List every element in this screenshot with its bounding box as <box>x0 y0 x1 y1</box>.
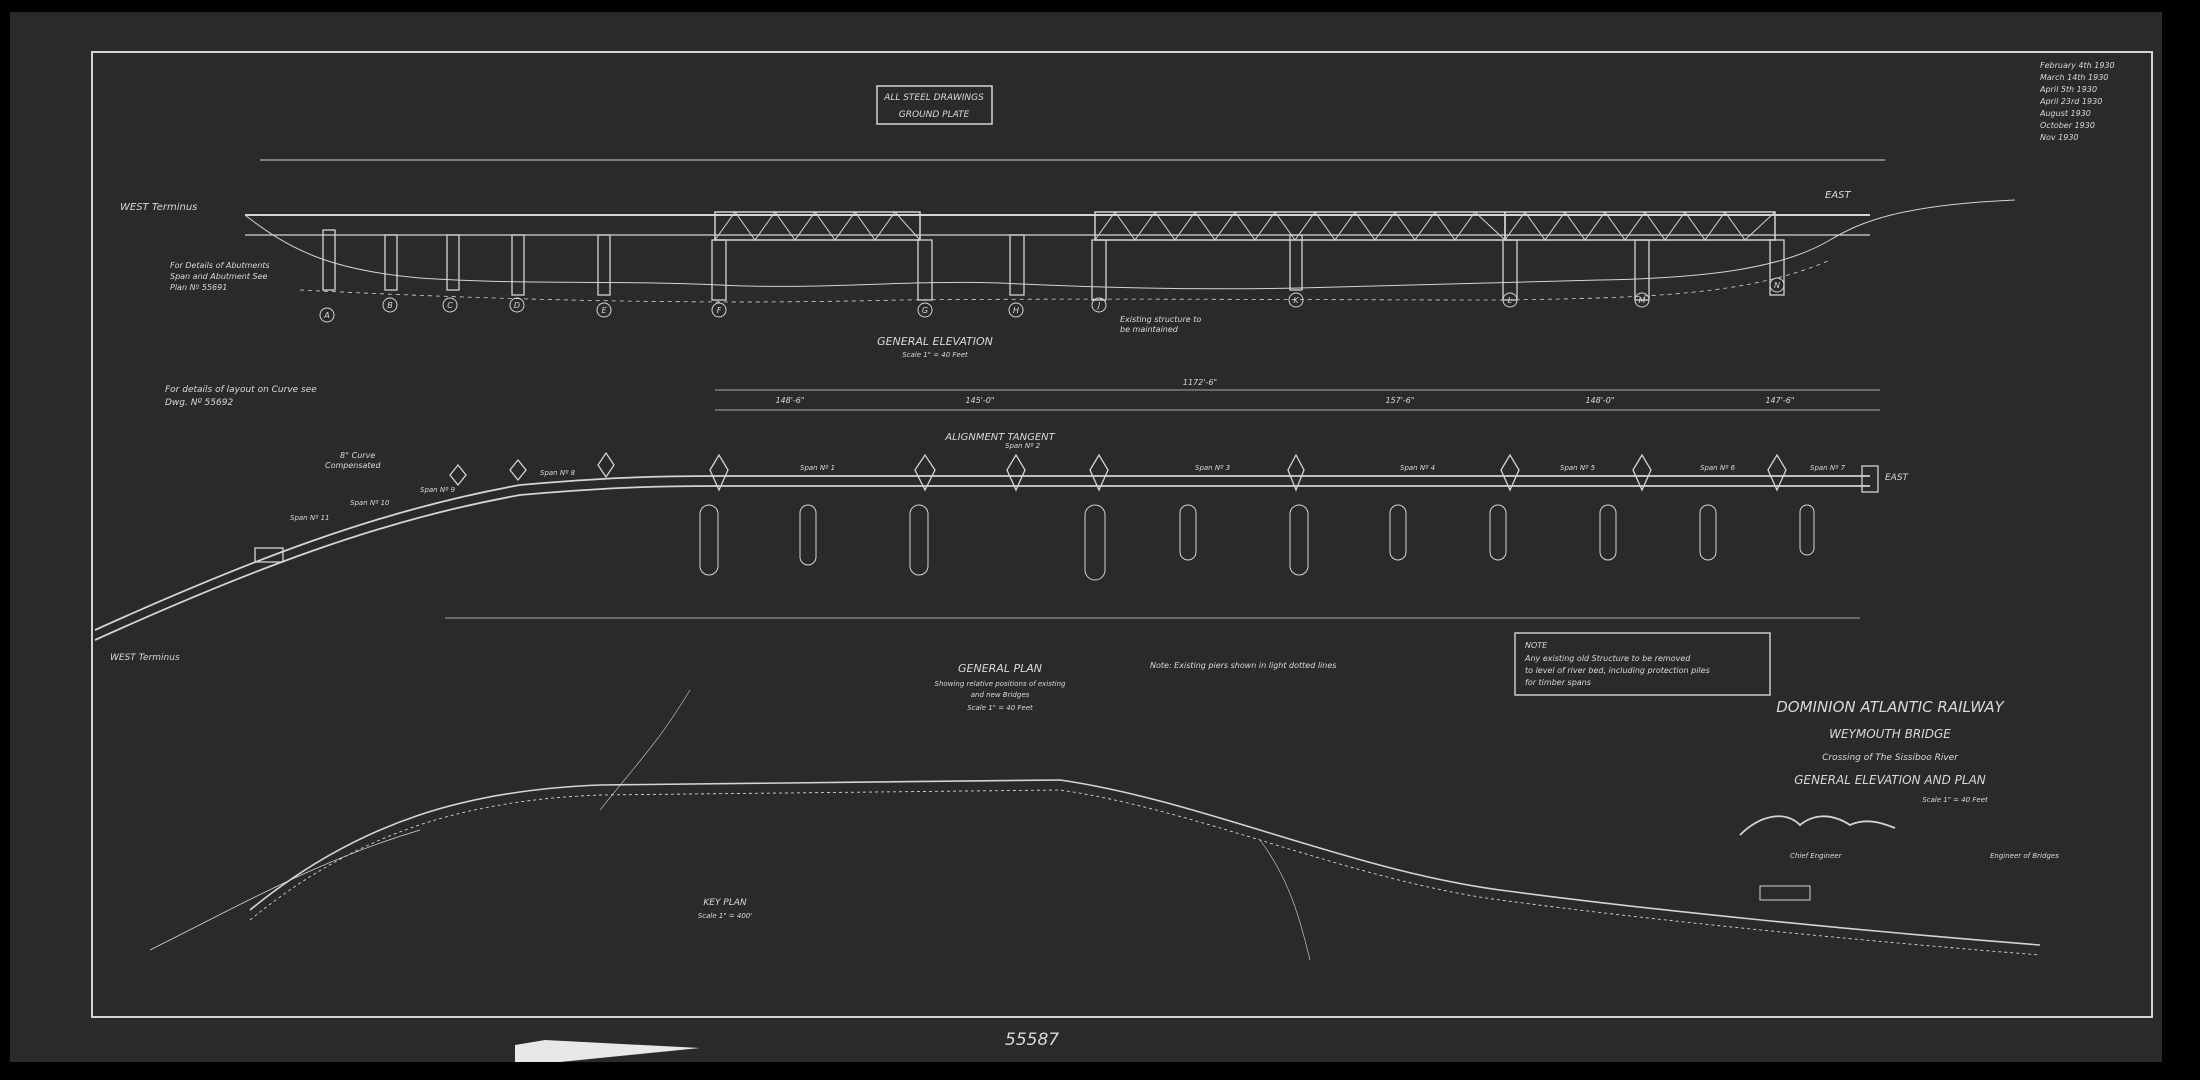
revision-7: Nov 1930 <box>2040 133 2079 142</box>
revision-list: February 4th 1930 March 14th 1930 April … <box>2039 61 2115 142</box>
revision-4: April 23rd 1930 <box>2039 97 2102 106</box>
svg-text:Span Nº 10: Span Nº 10 <box>350 499 390 507</box>
svg-text:L: L <box>1508 296 1512 305</box>
revision-3: April 5th 1930 <box>2039 85 2097 94</box>
svg-text:Span Nº 3: Span Nº 3 <box>1195 464 1230 472</box>
svg-text:NOTE: NOTE <box>1525 641 1548 650</box>
svg-text:157'-6": 157'-6" <box>1385 396 1414 405</box>
svg-text:Span Nº 5: Span Nº 5 <box>1560 464 1596 472</box>
svg-text:Scale 1" = 40 Feet: Scale 1" = 40 Feet <box>967 704 1033 712</box>
svg-text:Any existing old Structure to: Any existing old Structure to be removed <box>1524 654 1691 663</box>
svg-text:F: F <box>717 306 722 315</box>
alignment-west-label: WEST Terminus <box>110 653 180 663</box>
svg-text:148'-0": 148'-0" <box>1585 396 1614 405</box>
bridge-name: WEYMOUTH BRIDGE <box>1829 727 1951 741</box>
svg-text:147'-6": 147'-6" <box>1765 396 1794 405</box>
svg-text:For Details of Abutments: For Details of Abutments <box>170 261 270 270</box>
svg-text:N: N <box>1774 281 1780 290</box>
svg-text:Scale 1" = 40 Feet: Scale 1" = 40 Feet <box>1922 796 1988 804</box>
alignment-east-label: EAST <box>1885 473 1910 483</box>
revision-5: August 1930 <box>2039 109 2091 118</box>
svg-text:H: H <box>1013 306 1019 315</box>
svg-text:to level of river bed, includi: to level of river bed, including protect… <box>1525 666 1710 675</box>
alignment-piers <box>254 451 1879 563</box>
paper <box>10 12 2162 1062</box>
truss-span-1 <box>714 211 921 241</box>
svg-text:K: K <box>1293 296 1299 305</box>
svg-text:Span Nº 2: Span Nº 2 <box>1005 442 1041 450</box>
revision-6: October 1930 <box>2040 121 2095 130</box>
svg-text:be maintained: be maintained <box>1120 325 1179 334</box>
header-line-2: GROUND PLATE <box>899 110 970 120</box>
existing-piers <box>699 504 1815 581</box>
svg-text:Compensated: Compensated <box>325 461 381 470</box>
svg-text:Engineer of Bridges: Engineer of Bridges <box>1990 852 2059 860</box>
svg-text:C: C <box>447 301 453 310</box>
svg-text:Span Nº 4: Span Nº 4 <box>1400 464 1435 472</box>
svg-text:for timber spans: for timber spans <box>1525 678 1591 687</box>
elevation-east-label: EAST <box>1825 190 1852 201</box>
svg-text:and new Bridges: and new Bridges <box>971 691 1030 699</box>
elevation-title: GENERAL ELEVATION <box>877 335 993 348</box>
svg-text:Showing relative positions of: Showing relative positions of existing <box>935 680 1066 688</box>
svg-text:Span Nº 7: Span Nº 7 <box>1810 464 1846 472</box>
drawing-border <box>91 51 2153 1018</box>
svg-text:Crossing of The Sissiboo River: Crossing of The Sissiboo River <box>1822 753 1959 763</box>
svg-text:145'-0": 145'-0" <box>965 396 994 405</box>
svg-text:Span Nº 9: Span Nº 9 <box>420 486 456 494</box>
svg-text:A: A <box>323 311 329 320</box>
key-plan: KEY PLAN Scale 1" = 400' <box>149 689 2041 961</box>
svg-text:Dwg. Nº 55692: Dwg. Nº 55692 <box>165 398 233 408</box>
svg-text:Scale 1" = 400': Scale 1" = 400' <box>698 912 752 920</box>
elevation-west-label: WEST Terminus <box>120 202 197 213</box>
svg-text:J: J <box>1096 301 1101 310</box>
svg-text:D: D <box>514 301 520 310</box>
alignment-plan: For details of layout on Curve see Dwg. … <box>94 378 1910 663</box>
svg-text:Plan Nº 55691: Plan Nº 55691 <box>170 283 227 292</box>
railway-name: DOMINION ATLANTIC RAILWAY <box>1776 698 2005 716</box>
header-box: ALL STEEL DRAWINGS GROUND PLATE <box>876 85 993 125</box>
alignment-title: ALIGNMENT TANGENT <box>944 432 1055 443</box>
drawing-title: GENERAL ELEVATION AND PLAN <box>1794 773 1986 787</box>
note-box: NOTE Any existing old Structure to be re… <box>1514 632 1771 696</box>
svg-text:E: E <box>601 306 607 315</box>
svg-text:For details of layout on Curve: For details of layout on Curve see <box>165 385 317 395</box>
svg-text:Span Nº 6: Span Nº 6 <box>1700 464 1736 472</box>
svg-text:Span Nº 1: Span Nº 1 <box>800 464 835 472</box>
svg-text:M: M <box>1639 296 1646 305</box>
signature <box>1739 815 1896 836</box>
general-plan-heading: GENERAL PLAN Showing relative positions … <box>935 662 1066 712</box>
drawing-number: 55587 <box>1005 1030 1059 1050</box>
pier-markers: A B C D E F G H J K L M N <box>319 277 1785 323</box>
svg-text:1172'-6": 1172'-6" <box>1183 378 1217 387</box>
svg-text:Chief Engineer: Chief Engineer <box>1790 852 1843 860</box>
span-labels: Span Nº 1 Span Nº 2 Span Nº 3 Span Nº 4 … <box>290 442 1846 522</box>
elevation-piers <box>322 229 1785 301</box>
title-block: DOMINION ATLANTIC RAILWAY WEYMOUTH BRIDG… <box>1739 698 2059 860</box>
svg-text:B: B <box>387 301 393 310</box>
revision-2: March 14th 1930 <box>2040 73 2108 82</box>
key-plan-title: KEY PLAN <box>703 898 747 908</box>
svg-text:148'-6": 148'-6" <box>775 396 804 405</box>
header-line-1: ALL STEEL DRAWINGS <box>883 93 984 103</box>
svg-text:Existing structure to: Existing structure to <box>1120 315 1201 324</box>
revision-1: February 4th 1930 <box>2040 61 2115 70</box>
elevation-scale: Scale 1" = 40 Feet <box>902 351 968 359</box>
torn-corner <box>515 1040 700 1062</box>
svg-text:Span Nº 11: Span Nº 11 <box>290 514 330 522</box>
svg-text:8° Curve: 8° Curve <box>340 451 375 460</box>
svg-text:G: G <box>922 306 928 315</box>
svg-text:Span and Abutment See: Span and Abutment See <box>170 272 267 281</box>
general-elevation: A B C D E F G H J K L M N WEST Terminus … <box>120 159 2016 359</box>
existing-piers-note: Note: Existing piers shown in light dott… <box>1150 661 1336 670</box>
general-plan-title: GENERAL PLAN <box>958 662 1042 675</box>
svg-text:Span Nº 8: Span Nº 8 <box>540 469 576 477</box>
